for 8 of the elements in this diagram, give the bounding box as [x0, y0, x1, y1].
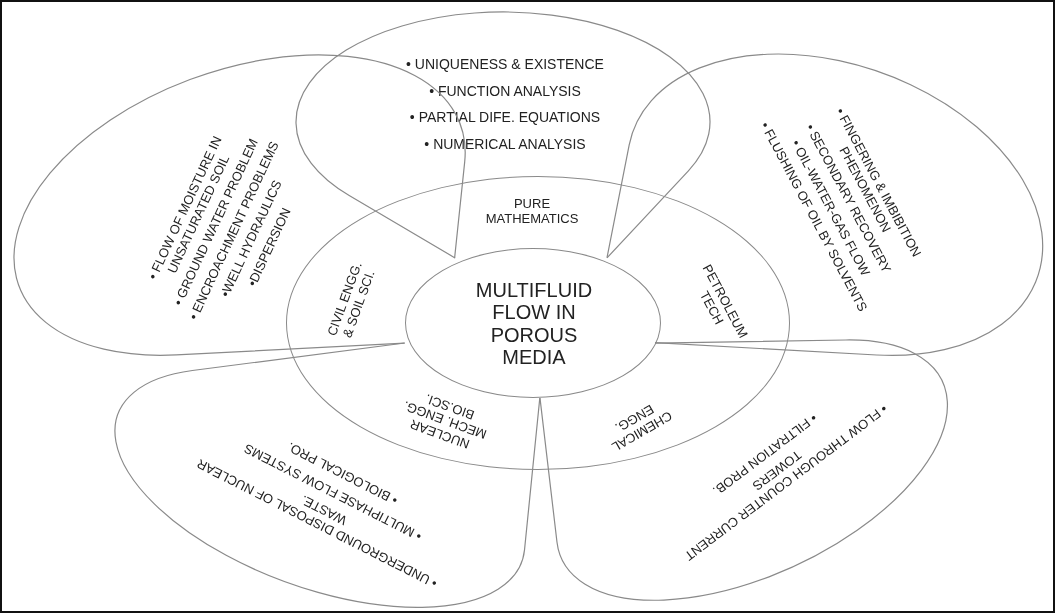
bullet-item: • PARTIAL DIFE. EQUATIONS: [409, 110, 601, 126]
bullet-item: • FUNCTION ANALYSIS: [429, 83, 581, 100]
petal-shape: [605, 52, 1045, 358]
center-label: MULTIFLUID FLOW IN POROUS MEDIA: [474, 279, 594, 369]
bullet-item: • UNIQUENESS & EXISTENCE: [406, 57, 604, 73]
petal-shape: [294, 10, 712, 260]
bullet-item: • NUMERICAL ANALYSIS: [424, 137, 586, 153]
sector-label: PURE MATHEMATICS: [484, 197, 580, 227]
